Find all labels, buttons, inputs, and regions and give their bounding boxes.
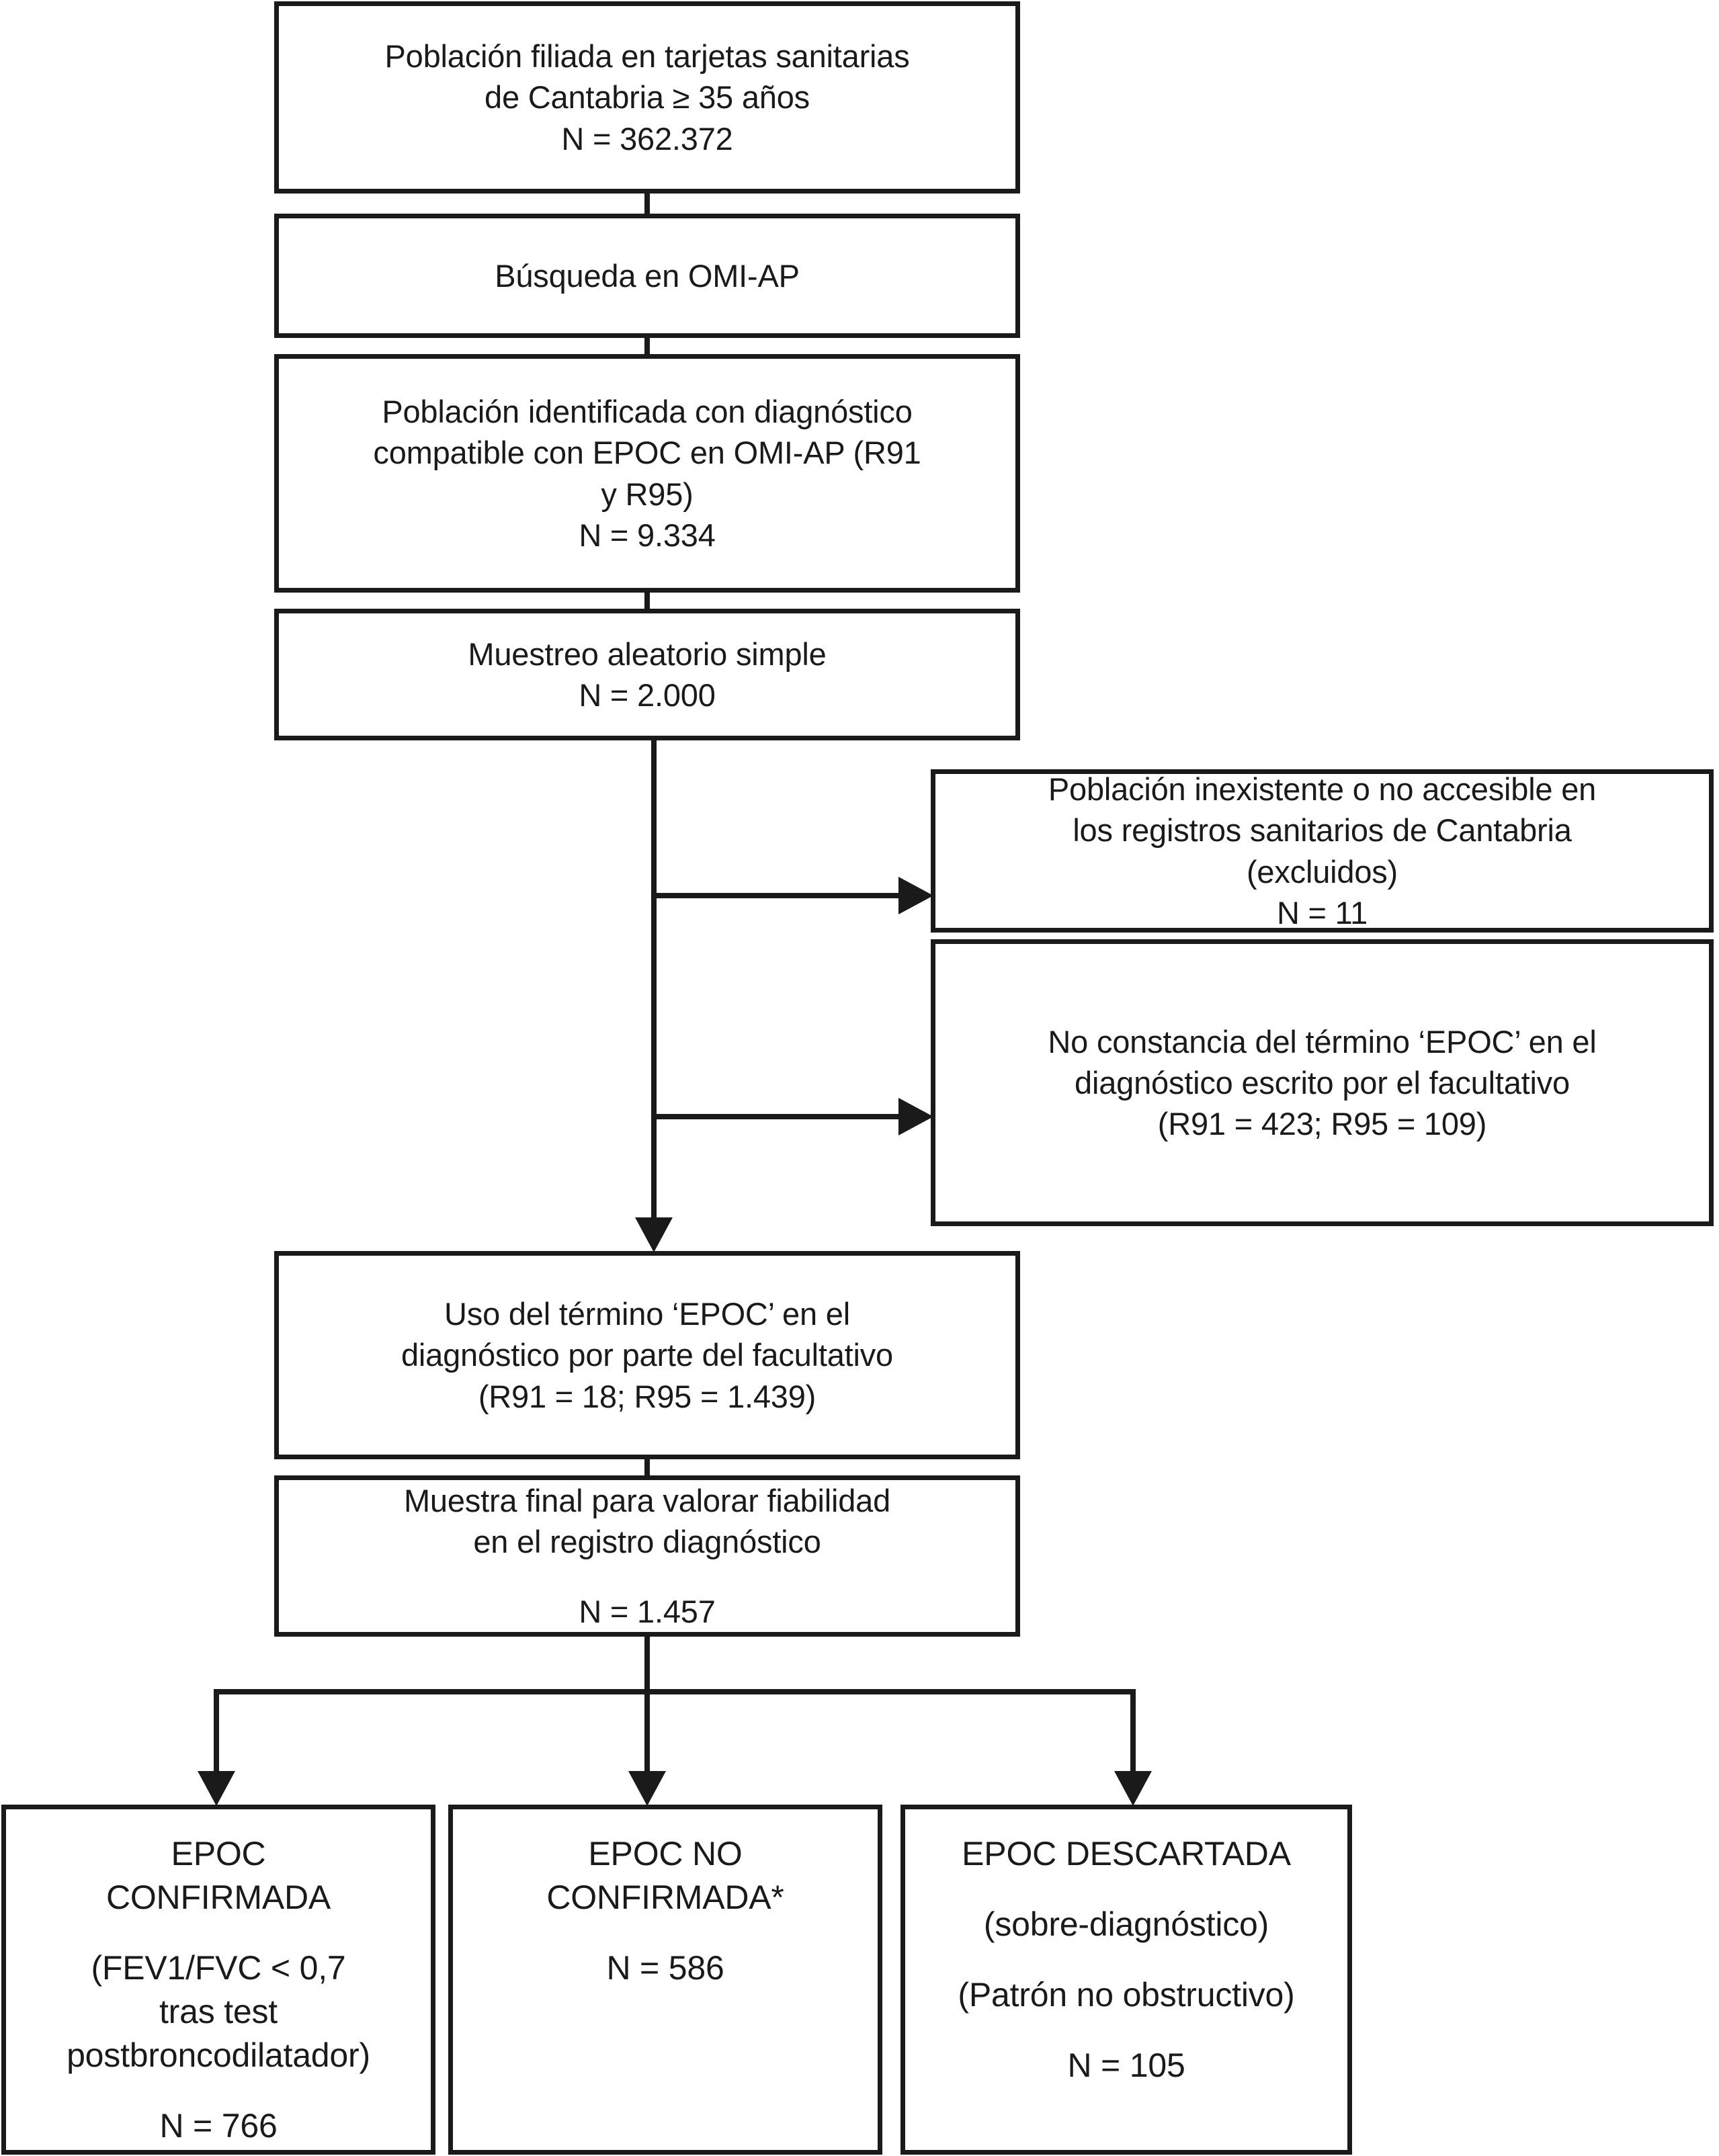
arrowhead-excluded-nonexistent: [898, 877, 933, 914]
node-line: Búsqueda en OMI-AP: [495, 257, 800, 294]
node-value: (R91 = 423; R95 = 109): [1157, 1106, 1487, 1142]
node-line: los registros sanitarios de Cantabria: [1073, 812, 1572, 849]
node-poblacion-identificada: Población identificada con diagnóstico c…: [274, 354, 1020, 593]
connector-search-to-identified: [644, 338, 650, 357]
node-detail-line: (FEV1/FVC < 0,7: [91, 1949, 346, 1987]
node-detail-line: postbroncodilatador): [67, 2036, 370, 2074]
node-detail-line: tras test: [159, 1993, 278, 2030]
node-no-constancia-termino: No constancia del término ‘EPOC’ en el d…: [931, 939, 1714, 1226]
node-muestra-final: Muestra final para valorar fiabilidad en…: [274, 1475, 1020, 1637]
node-line: de Cantabria ≥ 35 años: [485, 79, 810, 116]
connector-branch-excluded-no-term: [651, 1114, 920, 1119]
arrowhead-uso-termino: [635, 1217, 673, 1252]
node-line: Muestra final para valorar fiabilidad: [403, 1483, 891, 1518]
node-value: N = 586: [606, 1949, 724, 1987]
node-busqueda-omi-ap: Búsqueda en OMI-AP: [274, 214, 1020, 338]
connector-drop-right: [1130, 1689, 1136, 1779]
node-value: N = 2.000: [579, 677, 716, 713]
node-line: (excluidos): [1246, 853, 1398, 890]
node-value: N = 766: [159, 2107, 278, 2145]
node-value: (R91 = 18; R95 = 1.439): [478, 1378, 816, 1414]
node-value: N = 1.457: [579, 1593, 716, 1629]
connector-term-to-final-sample: [644, 1459, 650, 1481]
arrowhead-excluded-no-term: [898, 1098, 933, 1135]
connector-trunk-sampling-down: [651, 740, 657, 1238]
node-line: Uso del término ‘EPOC’ en el: [444, 1296, 850, 1332]
node-line: compatible con EPOC en OMI-AP (R91: [373, 435, 921, 471]
node-title-line: EPOC DESCARTADA: [962, 1835, 1291, 1872]
node-value: N = 105: [1067, 2046, 1185, 2084]
node-detail-line: (sobre-diagnóstico): [983, 1905, 1269, 1943]
connector-identified-to-sampling: [644, 593, 650, 611]
connector-split-bar: [214, 1689, 1136, 1694]
connector-population-to-search: [644, 193, 650, 215]
node-detail-line: (Patrón no obstructivo): [958, 1976, 1295, 2014]
node-title-line: CONFIRMADA*: [546, 1879, 784, 1916]
node-poblacion-inexistente: Población inexistente o no accesible en …: [931, 769, 1714, 933]
node-line: No constancia del término ‘EPOC’ en el: [1048, 1023, 1597, 1060]
node-value: N = 9.334: [579, 517, 716, 553]
node-line: diagnóstico por parte del facultativo: [401, 1337, 893, 1373]
node-muestreo-aleatorio: Muestreo aleatorio simple N = 2.000: [274, 609, 1020, 740]
node-line: Población identificada con diagnóstico: [382, 394, 913, 430]
node-line: Población filiada en tarjetas sanitarias: [384, 38, 910, 75]
node-epoc-descartada: EPOC DESCARTADA (sobre-diagnóstico) (Pat…: [900, 1805, 1352, 2155]
arrowhead-epoc-descartada: [1114, 1771, 1152, 1806]
node-title-line: EPOC NO: [588, 1835, 743, 1872]
node-value: N = 362.372: [561, 120, 733, 157]
connector-branch-excluded-nonexistent: [651, 893, 920, 898]
arrowhead-epoc-no-confirmada: [628, 1771, 666, 1806]
node-line: en el registro diagnóstico: [473, 1524, 821, 1560]
node-line: y R95): [601, 476, 694, 512]
arrowhead-epoc-confirmada: [198, 1771, 235, 1806]
node-uso-termino-epoc: Uso del término ‘EPOC’ en el diagnóstico…: [274, 1251, 1020, 1459]
connector-final-sample-down: [644, 1637, 650, 1693]
node-value: N = 11: [1276, 894, 1368, 931]
node-poblacion-filiada: Población filiada en tarjetas sanitarias…: [274, 1, 1020, 193]
node-line: Población inexistente o no accesible en: [1048, 771, 1597, 808]
node-title-line: EPOC: [171, 1835, 266, 1872]
node-title-line: CONFIRMADA: [106, 1879, 331, 1916]
connector-drop-center: [644, 1689, 650, 1779]
node-epoc-no-confirmada: EPOC NO CONFIRMADA* N = 586: [448, 1805, 882, 2155]
node-line: diagnóstico escrito por el facultativo: [1075, 1064, 1570, 1101]
node-line: Muestreo aleatorio simple: [468, 636, 827, 672]
connector-drop-left: [214, 1689, 219, 1779]
node-epoc-confirmada: EPOC CONFIRMADA (FEV1/FVC < 0,7 tras tes…: [1, 1805, 435, 2155]
